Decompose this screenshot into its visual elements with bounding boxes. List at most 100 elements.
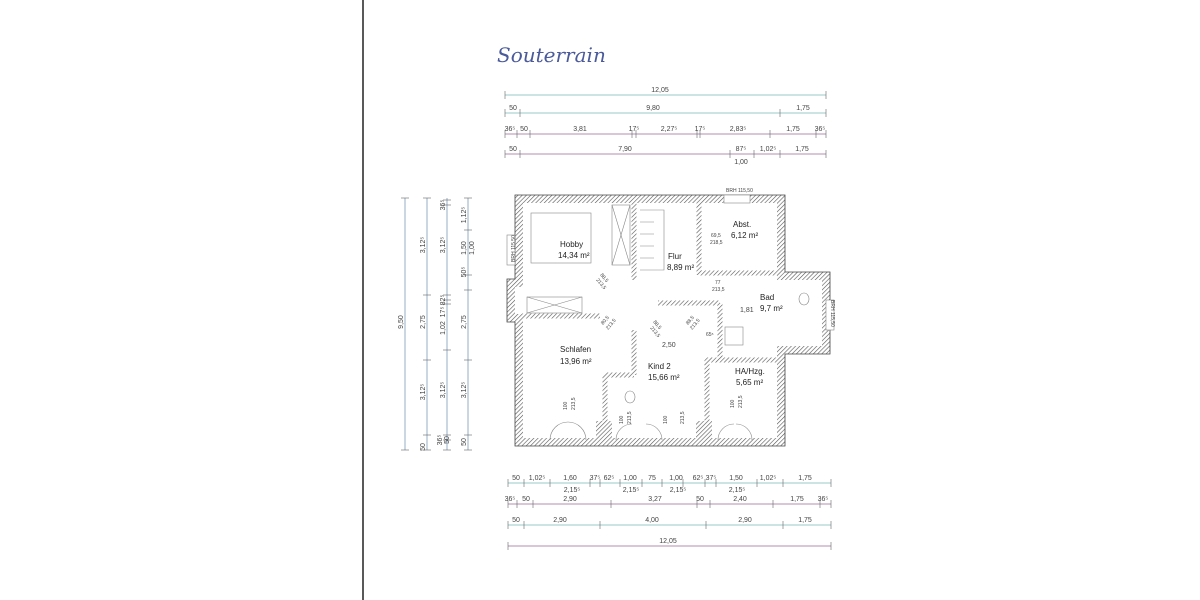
room-bad-area: 9,7 m² [760, 304, 783, 313]
flur-door-h: 213,5 [712, 287, 725, 293]
dimension-label: 1,75 [798, 475, 812, 482]
walls [506, 194, 835, 447]
bad-width: 1,81 [740, 307, 754, 314]
abst-door-h: 218,5 [710, 240, 723, 246]
room-kind2-area: 15,66 m² [648, 373, 680, 382]
door-kind-right-h: 213,5 [680, 411, 686, 424]
dimension-label: 82⁵ [440, 295, 447, 306]
room-ha-name: HA/Hzg. [735, 367, 765, 376]
room-bad-name: Bad [760, 293, 774, 302]
dimension-label: 12,05 [651, 87, 669, 94]
dimension-label: 3,12⁵ [440, 237, 447, 254]
dimension-label: 36⁵ [818, 496, 829, 503]
room-flur-name: Flur [668, 252, 682, 261]
door-a-w: 88,5 [598, 272, 609, 283]
window-top [723, 194, 751, 204]
dimension-label: 1,00 [623, 475, 637, 482]
dimension-label: 3,12⁵ [440, 382, 447, 399]
dimension-label: 9,50 [398, 315, 405, 329]
wardrobe-schlafen [526, 296, 583, 314]
dimension-label: 1,02⁵ [760, 146, 777, 153]
dimension-label: 17⁵ [629, 126, 640, 133]
dimension-label: 36⁵ [505, 126, 516, 133]
dimension-label: 37⁵ [706, 475, 717, 482]
room-labels: Hobby 14,34 m² Flur 8,89 m² Abst. 6,12 m… [558, 220, 783, 387]
dimension-label: 2,27⁵ [661, 126, 678, 133]
room-hobby-name: Hobby [560, 240, 583, 249]
dimension-label: 2,15⁵ [564, 487, 581, 494]
dimension-label: 1,50 [729, 475, 743, 482]
door-swing-kind [615, 423, 663, 441]
room-abst-area: 6,12 m² [731, 231, 758, 240]
flur-door-w: 77 [715, 280, 721, 286]
dimension-label: 36⁵ [440, 200, 447, 211]
room-hobby-area: 14,34 m² [558, 251, 590, 260]
dimension-label: 50 [509, 105, 517, 112]
door-b-w: 80,5 [600, 315, 611, 326]
dimension-label: 3,12⁵ [461, 382, 468, 399]
dimension-label: 1,75 [795, 146, 809, 153]
brh-right: BRH 115,50 [829, 300, 835, 327]
dimension-label: 62⁵ [693, 475, 704, 482]
dimension-label: 50 [520, 126, 528, 133]
brh-top: BRH 115,50 [726, 188, 753, 194]
dimension-label: 36⁵ [505, 496, 516, 503]
dimension-label: 36⁵ [437, 435, 444, 446]
door-c-w: 88,5 [651, 319, 662, 330]
outer-wall [507, 195, 830, 446]
door-kind-right-w: 100 [663, 415, 669, 424]
door-d-w: 88,5 [685, 315, 696, 326]
dimension-label: 1,75 [798, 517, 812, 524]
dimension-label: 17⁵ [695, 126, 706, 133]
room-kind2-name: Kind 2 [648, 362, 671, 371]
dimension-label: 2,90 [738, 517, 752, 524]
door-schlafen-h: 213,5 [571, 397, 577, 410]
dimension-label: 1,75 [790, 496, 804, 503]
dimension-label: 2,90 [563, 496, 577, 503]
dimension-label: 50 [461, 438, 468, 446]
dimension-label: 50 [696, 496, 704, 503]
dimension-label: 3,81 [573, 126, 587, 133]
kind-niche: 65⁵ [706, 332, 714, 338]
dimension-label: 3,12⁵ [420, 384, 427, 401]
dimension-label: 3,12⁵ [420, 237, 427, 254]
door-kind-left-h: 213,5 [627, 411, 633, 424]
dimension-label: 2,15⁵ [729, 487, 746, 494]
annotations: BRH 115,50 BRH 115,50 BRH 115,50 1,81 2,… [511, 188, 835, 424]
dimension-label: 1,02 [440, 321, 447, 335]
wardrobe-hobby [611, 204, 631, 266]
dimension-label: 1,60 [563, 475, 577, 482]
staircase [640, 209, 665, 271]
room-flur-area: 8,89 m² [667, 263, 694, 272]
dimension-label: 50 [522, 496, 530, 503]
dimension-label: 50 [444, 436, 451, 444]
bed-hobby [530, 212, 592, 264]
dimension-label: 7,90 [618, 146, 632, 153]
dimension-label: 1,02⁵ [760, 475, 777, 482]
dimension-label: 2,15⁵ [623, 487, 640, 494]
dimension-label: 1,02⁵ [529, 475, 546, 482]
toilet-kind [624, 390, 636, 404]
dimension-label: 2,15⁵ [670, 487, 687, 494]
dimension-label: 50 [509, 146, 517, 153]
dimension-label: 1,00 [669, 475, 683, 482]
dimension-label: 12,05 [659, 538, 677, 545]
dimension-label: 1,75 [796, 105, 810, 112]
dimension-label: 2,40 [733, 496, 747, 503]
door-kind-left-w: 100 [619, 415, 625, 424]
dimension-label: 50 [512, 517, 520, 524]
dimension-label: 2,90 [553, 517, 567, 524]
door-schlafen-w: 100 [563, 401, 569, 410]
dimension-label: 75 [648, 475, 656, 482]
room-schlafen-name: Schlafen [560, 345, 591, 354]
dimension-label: 87⁵ [736, 146, 747, 153]
room-ha-area: 5,65 m² [736, 378, 763, 387]
dimension-label: 1,00 [469, 241, 476, 255]
window-left [506, 234, 516, 266]
dimension-label: 1,50 [461, 241, 468, 255]
dimension-label: 50⁵ [461, 267, 468, 278]
toilet-bad [798, 292, 810, 306]
dimension-label: 37⁵ [590, 475, 601, 482]
